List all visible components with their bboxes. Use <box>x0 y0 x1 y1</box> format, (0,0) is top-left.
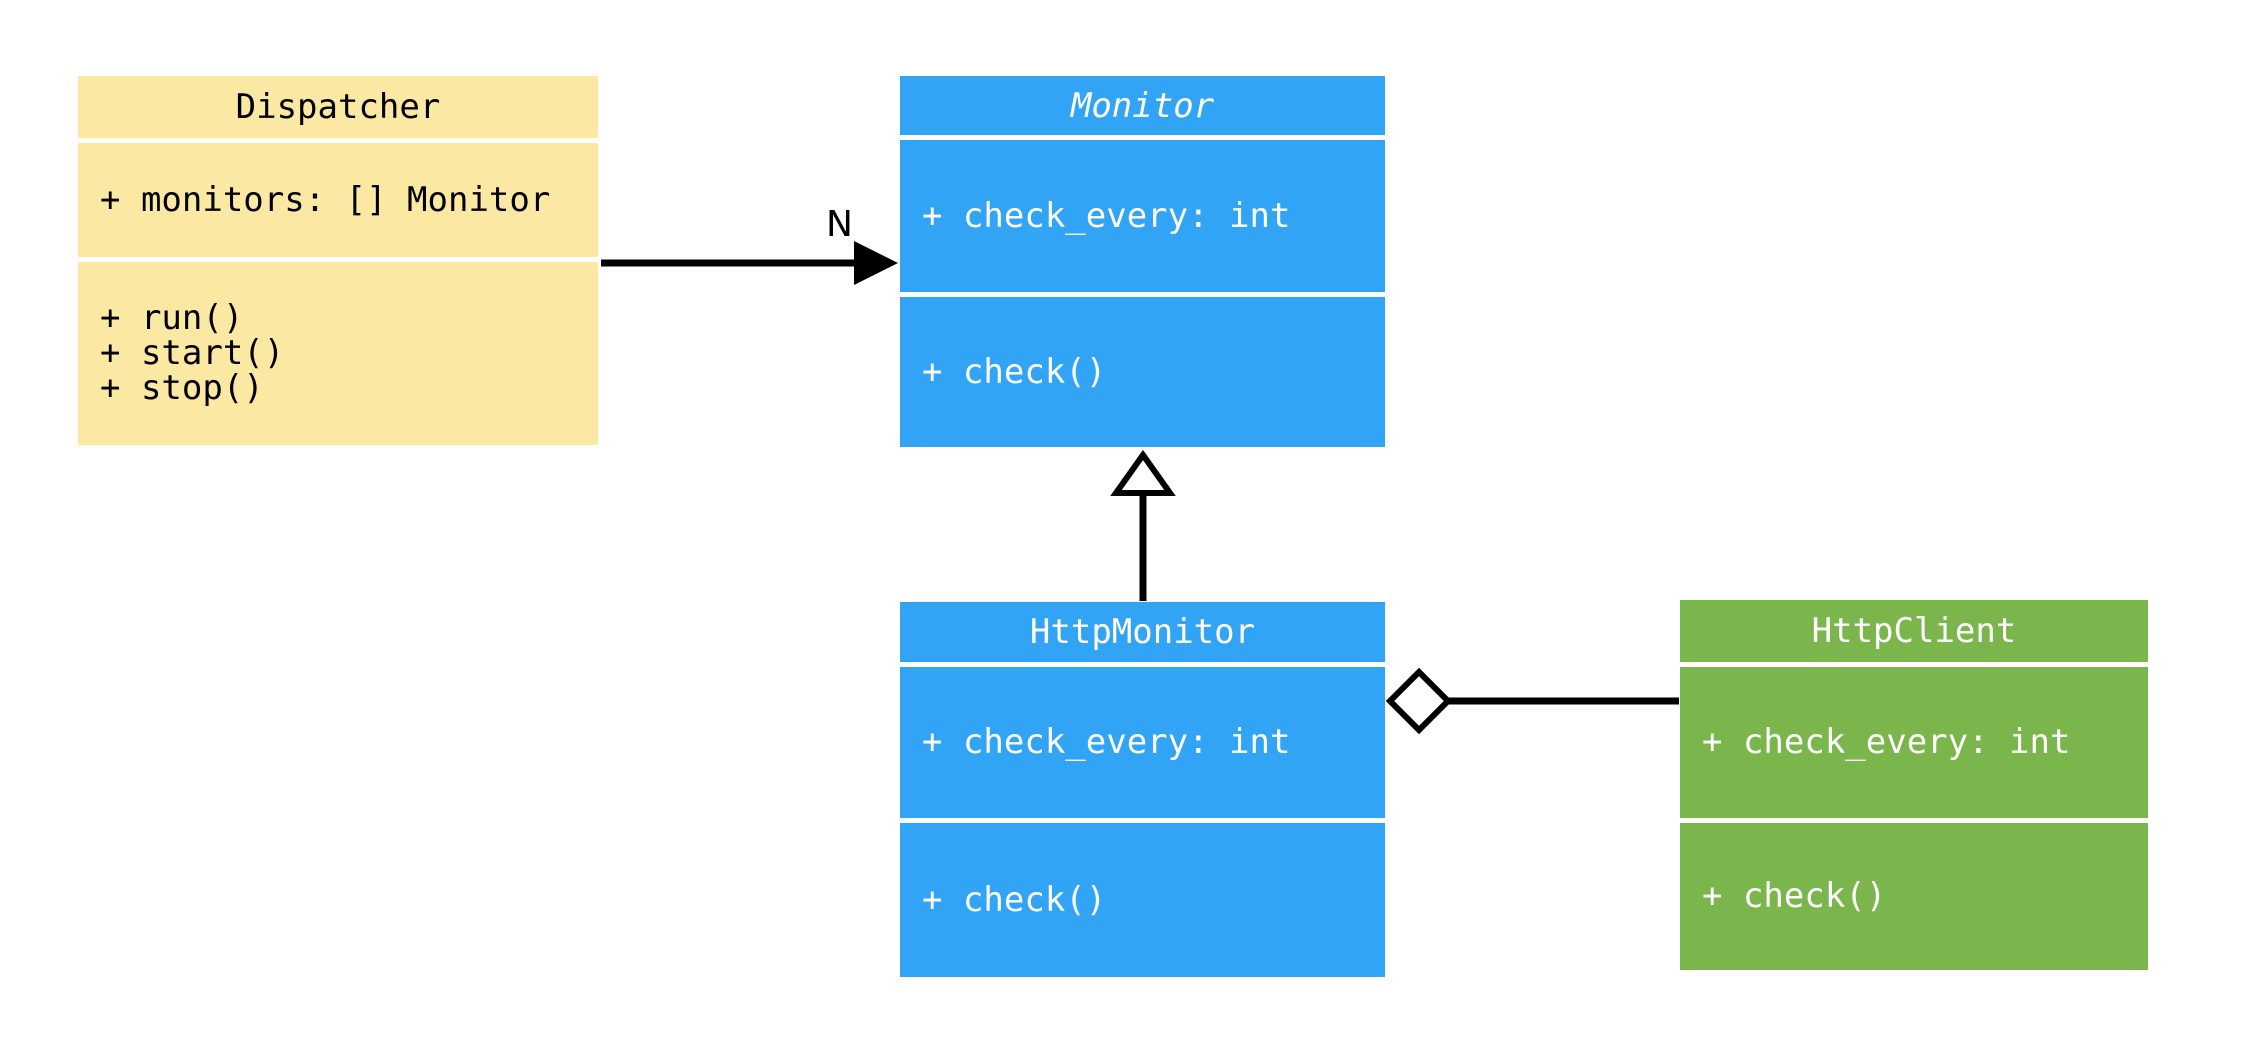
association-multiplicity-label: N <box>826 204 853 245</box>
methods-compartment-httpmonitor: + check() <box>900 818 1385 977</box>
attributes-compartment-monitor: + check_every: int <box>900 135 1385 292</box>
member-text: + check_every: int <box>922 722 1291 762</box>
attributes-compartment-httpmonitor: + check_every: int <box>900 662 1385 818</box>
association-dispatcher-to-monitor <box>601 241 898 285</box>
class-box-httpmonitor: HttpMonitor + check_every: int + check() <box>900 602 1385 977</box>
class-box-monitor: Monitor + check_every: int + check() <box>900 76 1385 447</box>
attributes-compartment-dispatcher: + monitors: [] Monitor <box>78 138 598 257</box>
member-text: + check() <box>922 879 1107 920</box>
member-text: + monitors: [] Monitor <box>100 179 551 220</box>
member-text: + start() <box>100 333 285 373</box>
attributes-compartment-httpclient: + check_every: int <box>1680 662 2148 818</box>
member-text: + check_every: int <box>922 195 1291 236</box>
class-title-monitor: Monitor <box>1070 85 1215 126</box>
member-text: + check() <box>922 351 1107 392</box>
class-box-httpclient: HttpClient + check_every: int + check() <box>1680 600 2148 970</box>
member-text: + check_every: int <box>1702 722 2071 762</box>
methods-compartment-dispatcher: + run()+ start()+ stop() <box>78 257 598 445</box>
class-title-dispatcher: Dispatcher <box>235 87 441 127</box>
methods-compartment-monitor: + check() <box>900 292 1385 447</box>
class-title-httpclient: HttpClient <box>1811 611 2017 651</box>
filled-arrowhead-icon <box>854 241 898 285</box>
class-title-httpmonitor: HttpMonitor <box>1029 612 1256 652</box>
hollow-triangle-icon <box>1110 449 1176 496</box>
inheritance-httpmonitor-to-monitor <box>1110 449 1176 601</box>
member-text: + stop() <box>100 368 264 408</box>
aggregation-httpmonitor-to-httpclient <box>1385 667 1679 735</box>
hollow-diamond-icon <box>1385 667 1453 735</box>
member-text: + run() <box>100 298 244 338</box>
class-box-dispatcher: Dispatcher + monitors: [] Monitor + run(… <box>78 76 598 445</box>
methods-compartment-httpclient: + check() <box>1680 818 2148 970</box>
member-text: + check() <box>1702 876 1887 916</box>
